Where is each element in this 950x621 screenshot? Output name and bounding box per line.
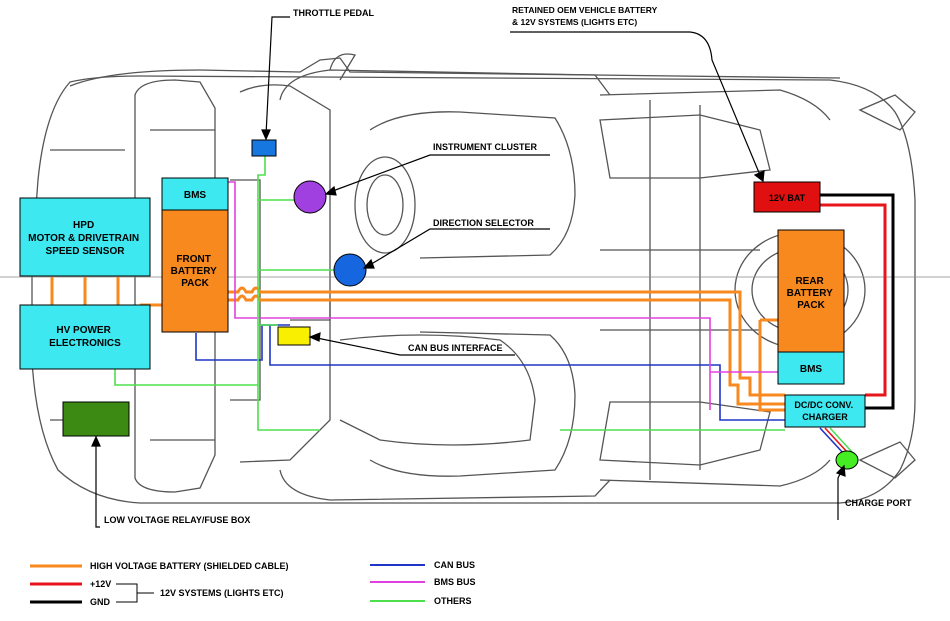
- svg-text:RETAINED OEM VEHICLE BATTERY: RETAINED OEM VEHICLE BATTERY & 12V SYSTE…: [512, 5, 660, 27]
- throttle-leader: [265, 16, 290, 136]
- wire-hv-motor-1: [50, 277, 120, 305]
- oem-battery-leader: [510, 31, 761, 176]
- bat12v-box: [753, 181, 821, 213]
- can-interface-leader: [311, 336, 515, 356]
- motor-label-3: SPEED SENSOR: [46, 246, 126, 257]
- direction-leader: [367, 228, 550, 267]
- bms-rear-label: BMS: [800, 364, 823, 375]
- can-interface-arrow: [308, 332, 321, 342]
- throttle-pedal-label: THROTTLE PEDAL: [293, 8, 374, 18]
- bms-rear-box: [777, 351, 845, 385]
- charge-port-arrow: [835, 464, 846, 477]
- oem-battery-arrow: [753, 170, 765, 183]
- rear-battery-pack-box: [777, 229, 845, 353]
- charge-port-label: CHARGE PORT: [845, 498, 912, 508]
- wire-charge-port-2: [824, 427, 849, 454]
- power-electronics-label-2: ELECTRONICS: [49, 338, 121, 349]
- rear-pack-label-2: BATTERY: [787, 288, 833, 299]
- legend-label-12v-systems: 12V SYSTEMS (LIGHTS ETC): [160, 588, 284, 598]
- wire-charge-port: [819, 427, 846, 456]
- throttle-pedal-box: [251, 139, 277, 157]
- callout-labels: THROTTLE PEDAL RETAINED OEM VEHICLE BATT…: [104, 5, 912, 525]
- power-electronics-box: [19, 304, 151, 370]
- instrument-arrow: [324, 185, 337, 196]
- rear-pack-label-1: REAR: [795, 276, 824, 287]
- front-battery-pack-box: [161, 209, 229, 333]
- wire-others: [114, 148, 785, 431]
- dcdc-charger-box: [784, 394, 866, 428]
- relay-leader: [95, 440, 100, 528]
- bms-front-box: [161, 177, 229, 211]
- legend-label-gnd: GND: [90, 597, 111, 607]
- svg-text:REAR BATTERY PACK: REAR BATTERY PACK: [787, 276, 836, 311]
- wire-charge-port-3: [829, 427, 853, 453]
- oem-battery-label-2: & 12V SYSTEMS (LIGHTS ETC): [512, 17, 637, 27]
- instrument-cluster-circle: [293, 180, 327, 214]
- motor-box: [19, 197, 151, 277]
- svg-text:HPD MOTOR & DRIVETRAIN: HPD MOTOR & DRIVETRAIN SPEED SENSOR: [28, 220, 142, 257]
- svg-text:HV POWER ELECTRONICS: HV POWER ELECTRONICS: [49, 325, 121, 349]
- motor-label-1: HPD: [73, 220, 94, 231]
- motor-label-2: MOTOR & DRIVETRAIN: [28, 233, 139, 244]
- components: HPD MOTOR & DRIVETRAIN SPEED SENSOR HV P…: [19, 139, 866, 470]
- legend-label-plus12v: +12V: [90, 579, 111, 589]
- oem-battery-label-1: RETAINED OEM VEHICLE BATTERY: [512, 5, 658, 15]
- legend-label-high-voltage: HIGH VOLTAGE BATTERY (SHIELDED CABLE): [90, 561, 289, 571]
- wire-hv-rear: [758, 318, 785, 412]
- wire-bms-bus: [228, 181, 778, 410]
- power-electronics-label-1: HV POWER: [56, 325, 111, 336]
- legend-label-others: OTHERS: [434, 596, 472, 606]
- wire-12v-plus: [820, 203, 887, 397]
- svg-text:FRONT BATTERY PACK: FRONT BATTERY PACK: [171, 254, 220, 289]
- relay-fuse-label: LOW VOLTAGE RELAY/FUSE BOX: [104, 515, 250, 525]
- dcdc-label-1: DC/DC CONV.: [794, 400, 853, 410]
- direction-arrow: [362, 258, 375, 269]
- legend-12v-bracket: [116, 583, 154, 603]
- rear-pack-label-3: PACK: [797, 300, 825, 311]
- svg-text:DC/DC CONV. CHARGER: DC/DC CONV. CHARGER: [794, 400, 855, 422]
- relay-arrow: [91, 435, 101, 447]
- legend: HIGH VOLTAGE BATTERY (SHIELDED CABLE) +1…: [30, 560, 476, 607]
- relay-fuse-box: [62, 401, 130, 437]
- bms-front-label: BMS: [184, 190, 207, 201]
- direction-selector-label: DIRECTION SELECTOR: [433, 218, 534, 228]
- instrument-cluster-label: INSTRUMENT CLUSTER: [433, 142, 537, 152]
- direction-selector-circle: [333, 253, 367, 287]
- instrument-leader: [329, 154, 550, 193]
- can-bus-interface-label: CAN BUS INTERFACE: [408, 343, 503, 353]
- front-pack-label-1: FRONT: [176, 254, 210, 265]
- legend-label-bms-bus: BMS BUS: [434, 577, 476, 587]
- bat12v-label: 12V BAT: [769, 193, 806, 203]
- front-pack-label-2: BATTERY: [171, 266, 217, 277]
- wire-hv-bus-lower: [228, 294, 785, 406]
- throttle-arrow: [261, 129, 271, 141]
- wire-hv-bus-upper: [228, 286, 785, 397]
- dcdc-label-2: CHARGER: [802, 412, 848, 422]
- legend-label-can-bus: CAN BUS: [434, 560, 475, 570]
- charge-port-ellipse: [835, 450, 859, 470]
- front-pack-label-3: PACK: [181, 278, 209, 289]
- can-bus-interface-box: [277, 326, 311, 346]
- wires: [50, 148, 895, 456]
- charge-port-leader: [837, 469, 843, 520]
- callout-lines: [91, 16, 846, 528]
- wire-12v-gnd: [820, 193, 895, 410]
